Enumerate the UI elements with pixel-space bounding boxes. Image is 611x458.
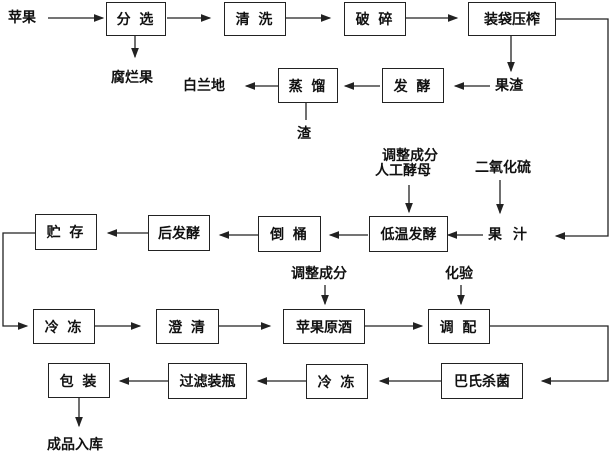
arrow-press-juice <box>554 18 609 240</box>
step-clarify: 澄 清 <box>156 309 219 344</box>
arrow-storage-freeze <box>2 232 35 330</box>
step-ferment: 发 酵 <box>382 68 444 103</box>
step-base-wine: 苹果原酒 <box>283 309 365 344</box>
label-adjust-composition: 调整成分 <box>382 148 438 164</box>
step-storage: 贮 存 <box>35 214 97 250</box>
label-juice: 果 汁 <box>488 227 530 243</box>
step-wash: 清 洗 <box>224 2 286 36</box>
label-sulfur-dioxide: 二氧化硫 <box>475 160 531 176</box>
step-freeze-1: 冷 冻 <box>33 309 95 344</box>
label-residue: 渣 <box>297 126 311 142</box>
step-racking: 倒 桶 <box>258 216 321 252</box>
step-low-temp-ferment: 低温发酵 <box>369 216 448 252</box>
label-assay: 化验 <box>445 266 473 282</box>
label-adjust-composition-2: 调整成分 <box>291 266 347 282</box>
label-brandy: 白兰地 <box>183 78 225 94</box>
step-freeze-2: 冷 冻 <box>306 364 368 399</box>
step-blend: 调 配 <box>428 309 490 344</box>
label-artificial-yeast: 人工酵母 <box>375 163 431 179</box>
step-packaging: 包 装 <box>48 363 110 398</box>
label-apple: 苹果 <box>8 10 36 26</box>
step-sort: 分 选 <box>106 2 166 36</box>
step-distill: 蒸 馏 <box>278 68 338 103</box>
label-warehouse: 成品入库 <box>47 437 103 453</box>
step-filter-bottle: 过滤装瓶 <box>168 363 247 399</box>
step-crush: 破 碎 <box>344 2 406 36</box>
label-pomace: 果渣 <box>495 78 523 94</box>
step-pasteurize: 巴氏杀菌 <box>441 363 523 399</box>
step-press: 装袋压榨 <box>468 2 556 36</box>
label-rotten-fruit: 腐烂果 <box>111 70 153 86</box>
step-post-ferment: 后发酵 <box>148 215 210 251</box>
arrow-blend-pasteurize <box>490 325 609 385</box>
